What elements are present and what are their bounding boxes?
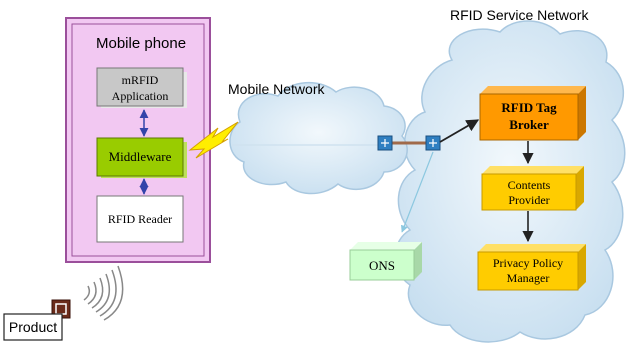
contents-provider-box: Contents Provider	[481, 166, 584, 211]
middleware-box: Middleware	[96, 137, 187, 178]
rfid-reader-box: RFID Reader	[96, 195, 184, 243]
mrfid-application-box: mRFID Application	[96, 67, 187, 108]
to-ons-arrow	[400, 151, 434, 233]
privacy-line2: Manager	[507, 271, 550, 285]
mrfid-app-line2: Application	[112, 89, 169, 103]
contents-line1: Contents	[508, 178, 551, 192]
rfid-service-network-label: RFID Service Network	[450, 7, 589, 23]
privacy-policy-manager-box: Privacy Policy Manager	[477, 244, 586, 291]
middleware-label: Middleware	[109, 149, 172, 164]
product-box: Product	[3, 313, 63, 341]
ons-box: ONS	[349, 242, 422, 281]
router-icon	[377, 135, 393, 151]
mobile-phone-label: Mobile phone	[96, 35, 186, 52]
broker-line2: Broker	[509, 117, 549, 132]
broker-line1: RFID Tag	[501, 100, 557, 115]
mobile-network-cloud	[229, 81, 408, 195]
contents-line2: Provider	[508, 193, 549, 207]
router-icon	[425, 135, 441, 151]
privacy-line1: Privacy Policy	[493, 256, 563, 270]
lightning-icon	[188, 121, 239, 159]
rfid-reader-label: RFID Reader	[108, 212, 172, 226]
mobile-network-label: Mobile Network	[228, 81, 325, 97]
radio-waves-icon	[83, 265, 124, 321]
ons-label: ONS	[369, 258, 395, 273]
rfid-tag-broker-box: RFID Tag Broker	[479, 86, 586, 141]
mrfid-app-line1: mRFID	[122, 73, 159, 87]
to-broker-arrow	[439, 119, 480, 143]
product-label: Product	[9, 319, 57, 335]
